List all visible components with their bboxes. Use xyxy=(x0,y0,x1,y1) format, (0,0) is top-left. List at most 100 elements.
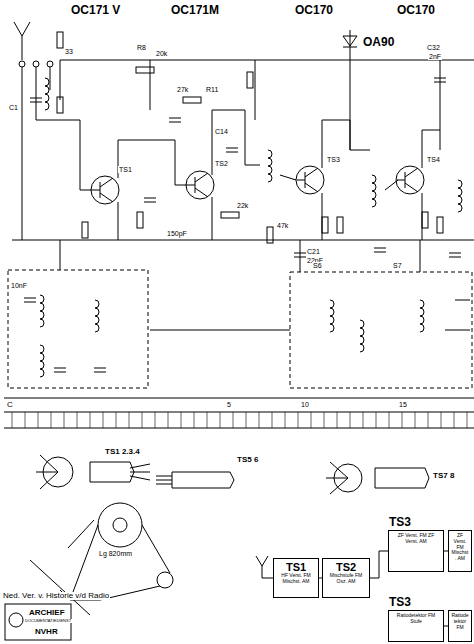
wire xyxy=(22,67,50,240)
transistor-symbol xyxy=(92,178,113,202)
antenna xyxy=(256,556,273,578)
transistor-type: OC170 xyxy=(294,4,334,16)
coil-symbol xyxy=(330,300,334,332)
part-label: C1 xyxy=(8,104,19,111)
coil-symbol xyxy=(40,295,44,327)
part-label: 47k xyxy=(276,222,289,229)
stage-name: TS2 xyxy=(325,561,367,573)
cable-band-tick xyxy=(129,412,130,428)
part-label: C32 xyxy=(426,44,441,51)
cable-band-tick xyxy=(350,412,351,428)
part-label: 10 xyxy=(300,401,310,408)
coil-symbol xyxy=(45,78,49,110)
resistor-symbol xyxy=(57,32,63,48)
transistor-symbol xyxy=(186,171,214,199)
transistor-type: OC171M xyxy=(170,4,220,16)
cable-band-tick xyxy=(311,412,312,428)
capacitor-symbol xyxy=(449,253,461,257)
stage-note: Mischstufe FM Osz. AM xyxy=(325,573,367,585)
part-label: 5 xyxy=(226,401,232,408)
cable-band-tick xyxy=(25,412,26,428)
resistor-symbol xyxy=(337,217,343,233)
cable-band-tick xyxy=(376,412,377,428)
transistor-type: OC170 xyxy=(396,4,436,16)
signal-line xyxy=(370,551,388,578)
block-box: TS2Mischstufe FM Osz. AM xyxy=(322,558,370,598)
cable-band-tick xyxy=(454,412,455,428)
part-label: C xyxy=(6,401,14,409)
transistor-symbol xyxy=(297,168,318,192)
coil-symbol xyxy=(420,300,424,332)
cable-band-tick xyxy=(337,412,338,428)
coil-unit xyxy=(8,270,148,388)
part-label: S6 xyxy=(312,262,323,269)
part-label: R8 xyxy=(136,44,147,51)
terminal xyxy=(33,61,39,67)
part-label: TS1 xyxy=(118,166,133,173)
capacitor-symbol xyxy=(294,253,306,257)
part-label: S7 xyxy=(392,262,403,269)
cable-band-tick xyxy=(285,412,286,428)
transistor-symbol xyxy=(296,166,324,194)
cable-band-tick xyxy=(246,412,247,428)
capacitor-symbol xyxy=(54,368,66,372)
coil-symbol xyxy=(360,320,364,352)
part-label: 10nF xyxy=(10,282,28,289)
part-label: C21 xyxy=(306,248,321,255)
cable-band-tick xyxy=(415,412,416,428)
capacitor-symbol xyxy=(144,198,156,202)
resistor-symbol xyxy=(422,212,428,228)
cable-band-tick xyxy=(168,412,169,428)
resistor-symbol xyxy=(322,217,328,233)
resistor-symbol xyxy=(82,222,88,238)
part-label: TS4 xyxy=(426,156,441,163)
cable-band-tick xyxy=(389,412,390,428)
cable-band-tick xyxy=(194,412,195,428)
cable-band-tick xyxy=(441,412,442,428)
part-label: R11 xyxy=(205,86,219,93)
stage-note: Ratiodetektor FM Stufe xyxy=(391,613,441,625)
cable-band-tick xyxy=(233,412,234,428)
part-label: 27k xyxy=(176,86,189,93)
archive-note: ARCHIEF xyxy=(28,609,66,617)
block-box: TS3ZF Verst. FM ZF Verst. AM xyxy=(388,530,444,572)
cable-band-tick xyxy=(103,412,104,428)
resistor-symbol xyxy=(437,217,443,233)
resistor-symbol xyxy=(137,212,143,228)
part-label: TS2 xyxy=(214,160,229,167)
stage-note: ZF Verst. FM ZF Verst. AM xyxy=(391,533,441,545)
part-label: OA90 xyxy=(362,36,395,48)
resistor-symbol xyxy=(247,72,253,88)
cable-band xyxy=(4,398,474,428)
block-box: TS3Ratiodetektor FM Stufe xyxy=(388,610,444,642)
cable-band-tick xyxy=(90,412,91,428)
cable-band-tick xyxy=(220,412,221,428)
part-label: TS1 2.3.4 xyxy=(104,448,141,456)
capacitor-symbol xyxy=(434,78,446,82)
block-box: ZF Verst. FM Mischst. AM xyxy=(448,530,472,572)
part-label: C14 xyxy=(214,128,229,135)
cable-band-tick xyxy=(64,412,65,428)
cable-band-tick xyxy=(272,412,273,428)
part-label: 15 xyxy=(398,401,408,408)
cable-band-tick xyxy=(207,412,208,428)
wire xyxy=(36,30,440,240)
resistor-symbol xyxy=(183,97,201,103)
resistor-symbol xyxy=(136,67,154,73)
capacitor-symbol xyxy=(169,118,181,122)
transistor-case xyxy=(326,462,429,494)
cable-band-tick xyxy=(298,412,299,428)
part-label: 20k xyxy=(155,50,168,57)
cable-band-tick xyxy=(428,412,429,428)
cable-band-tick xyxy=(363,412,364,428)
transistor-symbol xyxy=(91,176,119,204)
coil-symbol xyxy=(95,300,99,332)
cable-band-tick xyxy=(142,412,143,428)
capacitor-symbol xyxy=(24,298,36,302)
cable-band-tick xyxy=(324,412,325,428)
part-label: 22k xyxy=(236,202,249,209)
cable-band-tick xyxy=(402,412,403,428)
transistor-type: OC171 V xyxy=(70,4,121,16)
capacitor-symbol xyxy=(226,148,238,152)
